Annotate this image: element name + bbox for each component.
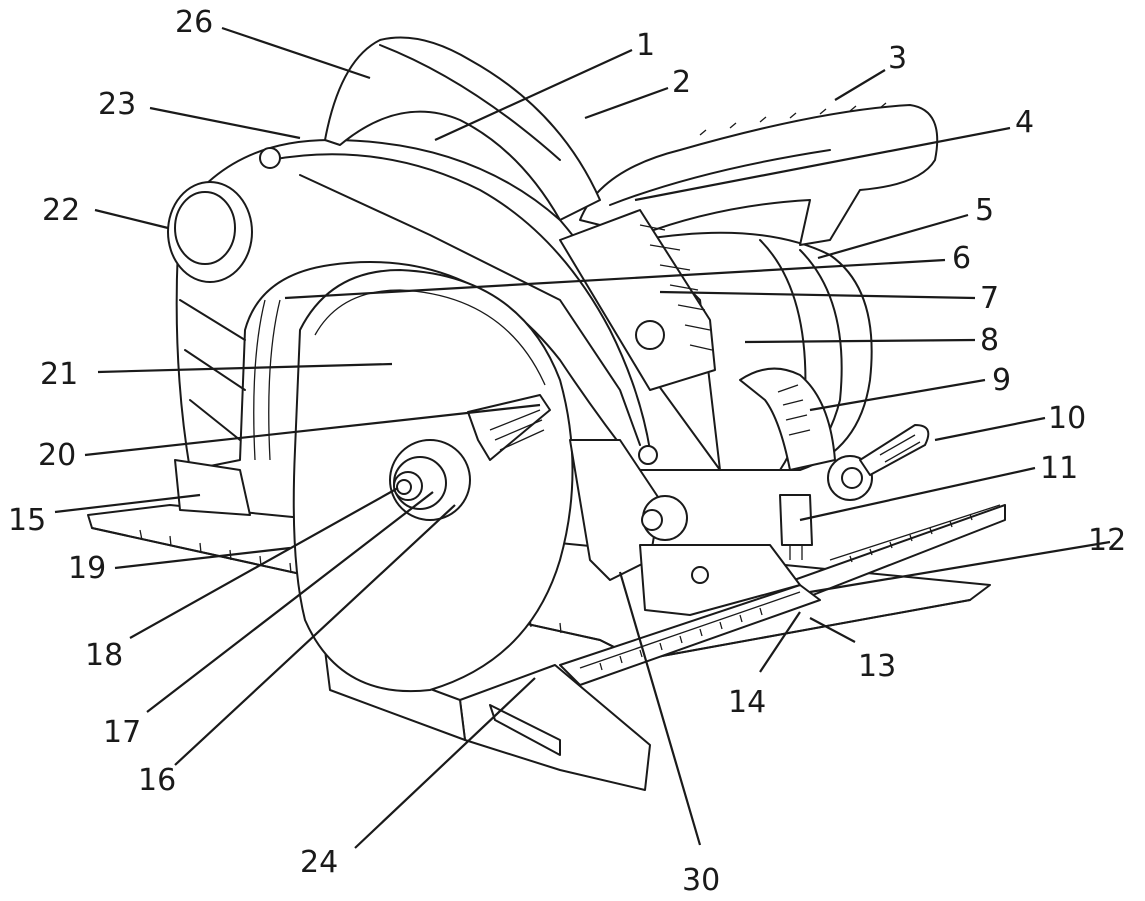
parallel-guide — [324, 504, 1006, 791]
callout-10: 10 — [1048, 401, 1086, 436]
rear-handle — [579, 102, 939, 246]
callout-20: 20 — [38, 438, 76, 473]
callout-12: 12 — [1088, 523, 1126, 558]
callout-23: 23 — [98, 87, 136, 122]
callout-18: 18 — [85, 638, 123, 673]
callout-13: 13 — [858, 649, 896, 684]
callout-5: 5 — [975, 193, 994, 228]
callout-8: 8 — [980, 323, 999, 358]
callout-22: 22 — [42, 193, 80, 228]
callout-2: 2 — [672, 65, 691, 100]
callout-26: 24 — [300, 845, 338, 880]
left-side-housing — [174, 299, 251, 516]
leader-lines — [54, 26, 1111, 849]
callout-16: 16 — [138, 763, 176, 798]
callout-11: 11 — [1040, 451, 1078, 486]
callout-14: 14 — [728, 685, 766, 720]
callout-1: 1 — [636, 28, 655, 63]
upper-blade-guard — [175, 36, 721, 471]
callout-19: 19 — [68, 551, 106, 586]
riving-knife — [569, 439, 801, 616]
blade-arbor — [389, 439, 471, 521]
callout-3: 3 — [888, 41, 907, 76]
callout-30: 30 — [682, 863, 720, 898]
callout-21: 21 — [40, 357, 78, 392]
callout-6: 6 — [952, 241, 971, 276]
callout-17: 17 — [103, 715, 141, 750]
callout-24: 26 — [175, 5, 213, 40]
callout-4: 4 — [1015, 105, 1034, 140]
callout-15: 15 — [8, 503, 46, 538]
dust-port-knob — [167, 147, 281, 283]
callout-7: 7 — [980, 281, 999, 316]
callout-9: 9 — [992, 363, 1011, 398]
callout-labels: 26 1 2 3 23 4 22 5 6 7 8 21 9 10 20 11 1… — [8, 5, 1126, 898]
bevel-adjustment — [739, 367, 930, 560]
